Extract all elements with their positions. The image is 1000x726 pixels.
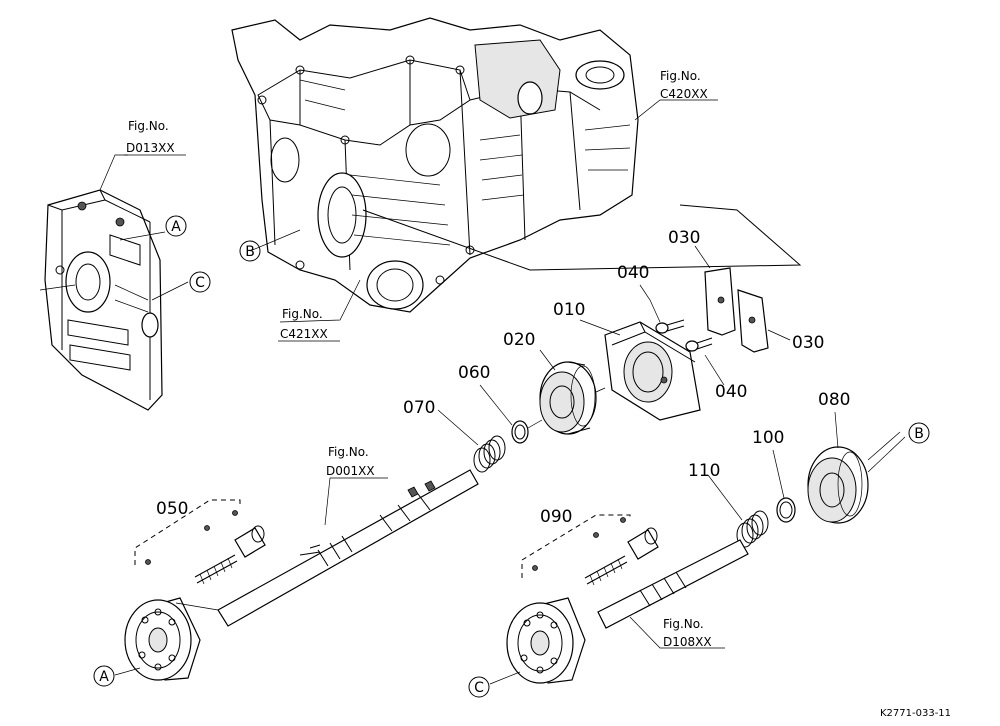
fig-ref-c420-line1: Fig.No. [660,69,701,83]
shaft-d108 [597,539,749,629]
dot-050b [204,525,210,531]
bolt-040-upper [655,319,685,334]
svg-text:A: A [171,219,181,235]
spring-070 [473,435,506,473]
part-label-070: 070 [403,398,435,418]
connector-c-top: C [189,271,211,293]
part-label-080: 080 [818,390,850,410]
piston-c [506,597,586,684]
drawing-code: K2771-033-11 [880,708,951,719]
fig-ref-d013-line2: D013XX [126,141,175,155]
servo-plate-030-upper [704,267,736,336]
group-bracket-050 [134,499,241,565]
dot-090b [593,532,599,538]
leader-lines [99,99,901,685]
connector-a-bottom: A [93,665,115,687]
shaft-d001 [217,469,479,627]
servo-bracket-010 [604,321,701,421]
fig-ref-c421-line1: Fig.No. [282,307,323,321]
connector-c-bottom: C [468,676,490,698]
connector-a-top: A [165,215,187,237]
part-label-030-lower: 030 [792,333,824,353]
bearing-080 [807,446,869,524]
axis-to-b-right [867,436,906,473]
fig-ref-c421-line2: C421XX [280,327,328,341]
fig-ref-d001-line1: Fig.No. [328,445,369,459]
spring-090 [584,527,659,586]
part-label-040-lower: 040 [715,382,747,402]
part-label-010: 010 [553,300,585,320]
part-label-030-upper: 030 [668,228,700,248]
part-label-100: 100 [752,428,784,448]
piston-a [124,597,201,681]
fig-ref-c420-line2: C420XX [660,87,708,101]
bracket-leader-frame [362,204,802,271]
connector-b-left: B [239,240,261,262]
bolt-040-lower [685,337,713,352]
svg-text:B: B [245,244,255,260]
connector-b-right: B [908,422,930,444]
bearing-020 [539,361,597,435]
part-label-040-upper: 040 [617,263,649,283]
valve-block [39,189,163,411]
part-label-090: 090 [540,507,572,527]
fig-ref-d001-line2: D001XX [326,464,375,478]
svg-text:A: A [99,669,109,685]
transmission-case [231,17,639,313]
circlip-100 [776,497,796,523]
fig-ref-d108-line1: Fig.No. [663,617,704,631]
dot-090a [532,565,538,571]
fig-ref-d108-line2: D108XX [663,635,712,649]
part-label-110: 110 [688,461,720,481]
circlip-060 [511,420,529,444]
servo-plate-030-lower [737,289,769,353]
svg-text:C: C [474,680,484,696]
group-bracket-090 [521,514,631,578]
svg-text:C: C [195,275,205,291]
spring-050 [194,525,266,585]
dot-050a [145,559,151,565]
part-label-060: 060 [458,363,490,383]
part-label-020: 020 [503,330,535,350]
part-label-050: 050 [156,499,188,519]
dot-090c [620,517,626,523]
fig-ref-d013-line1: Fig.No. [128,119,169,133]
svg-text:B: B [914,426,924,442]
spring-110 [736,510,769,548]
dot-050c [232,510,238,516]
